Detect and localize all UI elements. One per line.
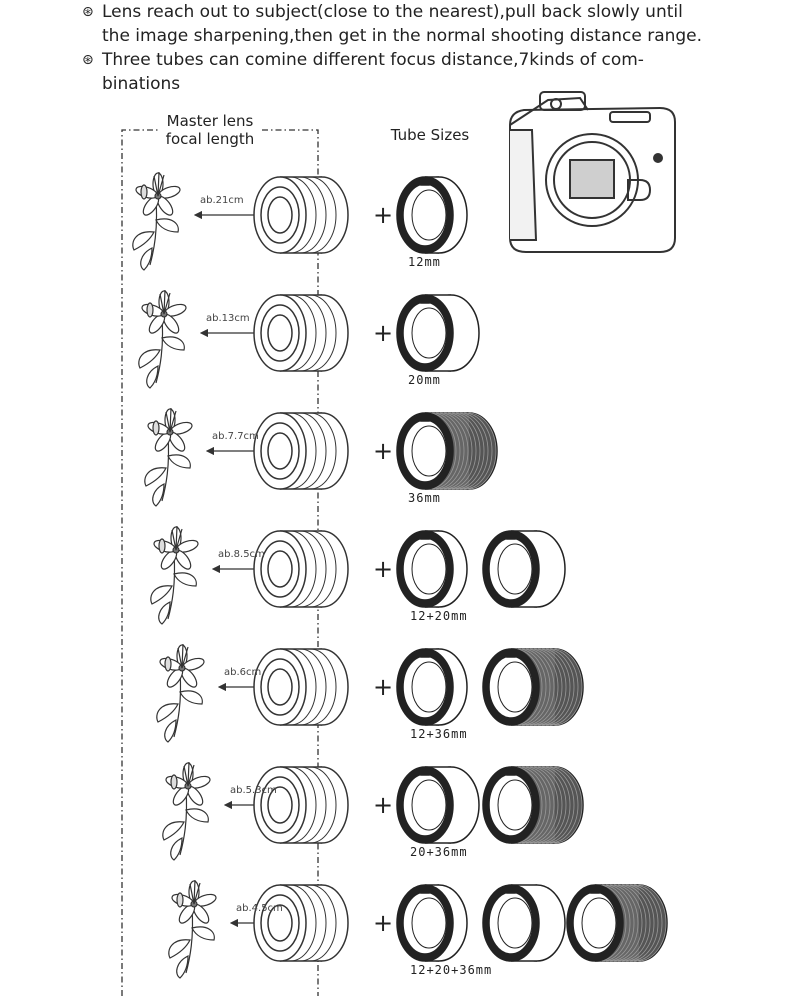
plus-sign: + bbox=[373, 673, 393, 701]
flower-icon bbox=[132, 171, 181, 271]
tube-size-label: 20+36mm bbox=[410, 845, 468, 859]
master-lens-header-line: focal length bbox=[165, 130, 255, 148]
distance-label: ab.21cm bbox=[200, 195, 244, 206]
master-lens-icon bbox=[253, 176, 349, 254]
instructions: ⊛ Lens reach out to subject(close to the… bbox=[82, 0, 782, 96]
master-lens-icon bbox=[253, 884, 349, 962]
bullet-item-2: ⊛ Three tubes can comine different focus… bbox=[82, 48, 782, 96]
extension-tube-icon bbox=[396, 884, 468, 962]
plus-sign: + bbox=[373, 909, 393, 937]
distance-label: ab.4.5cm bbox=[236, 903, 283, 914]
distance-label: ab.13cm bbox=[206, 313, 250, 324]
plus-sign: + bbox=[373, 201, 393, 229]
extension-tube-icon bbox=[396, 294, 480, 372]
tube-size-label: 20mm bbox=[408, 373, 441, 387]
bullet-line: Lens reach out to subject(close to the n… bbox=[102, 2, 683, 22]
plus-sign: + bbox=[373, 791, 393, 819]
tube-size-label: 12+20+36mm bbox=[410, 963, 493, 977]
plus-sign: + bbox=[373, 555, 393, 583]
extension-tube-icon bbox=[396, 766, 480, 844]
flower-icon bbox=[144, 407, 193, 507]
extension-tube-icon bbox=[396, 176, 468, 254]
master-lens-header-line: Master lens bbox=[166, 112, 254, 130]
master-lens-header: Master lens focal length bbox=[150, 112, 270, 148]
flower-icon bbox=[138, 289, 187, 389]
flower-icon bbox=[168, 879, 217, 979]
distance-label: ab.6cm bbox=[224, 667, 262, 678]
master-lens-icon bbox=[253, 648, 349, 726]
flower-icon bbox=[156, 643, 205, 743]
master-lens-icon bbox=[253, 412, 349, 490]
master-lens-bracket bbox=[121, 129, 319, 996]
extension-tube-icon bbox=[482, 530, 566, 608]
extension-tube-icon bbox=[482, 648, 584, 726]
extension-tube-icon bbox=[396, 530, 468, 608]
bullet-icon: ⊛ bbox=[82, 52, 94, 68]
extension-tube-icon bbox=[396, 412, 498, 490]
tube-size-label: 12+36mm bbox=[410, 727, 468, 741]
extension-tube-icon bbox=[482, 884, 566, 962]
tube-size-label: 36mm bbox=[408, 491, 441, 505]
tube-size-label: 12mm bbox=[408, 255, 441, 269]
tube-size-label: 12+20mm bbox=[410, 609, 468, 623]
camera-icon bbox=[509, 91, 676, 253]
tube-sizes-header: Tube Sizes bbox=[390, 126, 470, 144]
master-lens-icon bbox=[253, 530, 349, 608]
bullet-icon: ⊛ bbox=[82, 4, 94, 20]
distance-label: ab.7.7cm bbox=[212, 431, 259, 442]
extension-tube-icon bbox=[396, 648, 468, 726]
flower-icon bbox=[162, 761, 211, 861]
bullet-line: binations bbox=[102, 74, 181, 94]
bullet-line: the image sharpening,then get in the nor… bbox=[102, 26, 703, 46]
extension-tube-icon bbox=[566, 884, 668, 962]
bullet-line: Three tubes can comine different focus d… bbox=[102, 50, 644, 70]
distance-label: ab.5.3cm bbox=[230, 785, 277, 796]
plus-sign: + bbox=[373, 437, 393, 465]
flower-icon bbox=[150, 525, 199, 625]
plus-sign: + bbox=[373, 319, 393, 347]
extension-tube-icon bbox=[482, 766, 584, 844]
master-lens-icon bbox=[253, 766, 349, 844]
master-lens-icon bbox=[253, 294, 349, 372]
distance-label: ab.8.5cm bbox=[218, 549, 265, 560]
bullet-item-1: ⊛ Lens reach out to subject(close to the… bbox=[82, 0, 782, 48]
